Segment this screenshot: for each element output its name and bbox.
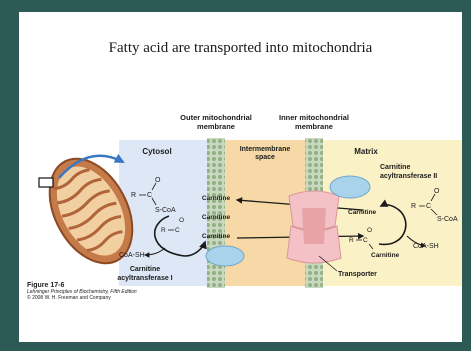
cat1-label-2: acyltransferase I [117, 275, 172, 282]
matrix-label: Matrix [354, 147, 378, 156]
carnitine-top-label: Carnitine [202, 195, 231, 202]
o-label-3: O [434, 188, 440, 195]
transporter-protein [287, 191, 341, 263]
cat1-enzyme [206, 246, 244, 266]
o-label: O [155, 177, 161, 184]
inner-membrane-label-1: Inner mitochondrial [279, 113, 349, 122]
r-label-4: R [349, 237, 354, 244]
inner-membrane-label-2: membrane [295, 122, 333, 131]
c-label-2: C [175, 227, 180, 234]
transporter-label: Transporter [338, 271, 377, 278]
carnitine-bottom-label: Carnitine [202, 233, 231, 240]
o-label-2: O [179, 217, 184, 224]
carnitine-matrix-label: Carnitine [348, 209, 377, 216]
c-label: C [147, 192, 152, 199]
o-label-4: O [367, 227, 372, 234]
cat2-label-1: Carnitine [380, 164, 410, 171]
cat1-label-1: Carnitine [130, 266, 160, 273]
cat2-enzyme [330, 176, 370, 198]
c-label-4: C [363, 237, 368, 244]
cat2-label-2: acyltransferase II [380, 173, 437, 180]
matrix-region [323, 140, 462, 286]
cytosol-label: Cytosol [142, 147, 171, 156]
outer-membrane-label-2: membrane [197, 122, 235, 131]
slide: Fatty acid are transported into mitochon… [19, 12, 462, 342]
carnitine-mid-label: Carnitine [202, 214, 231, 221]
carnitine-shuttle-diagram: Outer mitochondrial membrane Inner mitoc… [19, 12, 462, 342]
figure-copyright: © 2008 W. H. Freeman and Company [27, 294, 111, 301]
scoa-label: S-CoA [155, 207, 176, 214]
zoom-box [39, 178, 53, 187]
carnitine-matrix-bottom-label: Carnitine [371, 252, 400, 259]
r-label: R [131, 192, 136, 199]
coash-left-label: CoA-SH [119, 252, 145, 259]
r-label-3: R [411, 203, 416, 210]
scoa-matrix-label: S-CoA [437, 216, 458, 223]
intermembrane-label-2: space [255, 154, 275, 161]
coash-right-label: CoA-SH [413, 243, 439, 250]
intermembrane-label-1: Intermembrane [240, 146, 291, 153]
r-label-2: R [161, 227, 166, 234]
figure-label: Figure 17-6 [27, 282, 64, 289]
c-label-3: C [426, 203, 431, 210]
outer-membrane-label-1: Outer mitochondrial [180, 113, 252, 122]
